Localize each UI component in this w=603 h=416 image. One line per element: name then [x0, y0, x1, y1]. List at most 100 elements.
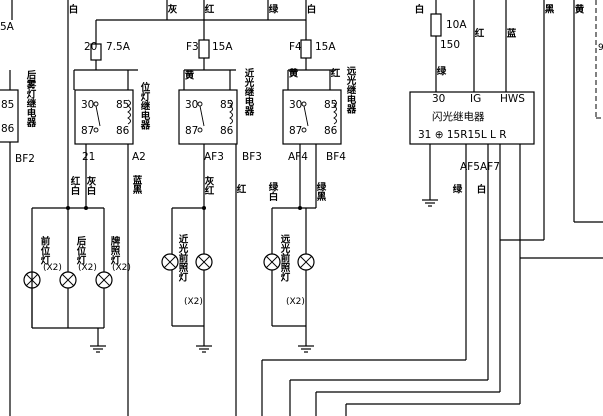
flasher-terminals: 31 ⊕ 15R15L L R	[418, 129, 507, 141]
right-edge-box: 9 9	[595, 0, 603, 119]
fuse-flasher-num: 150	[440, 39, 460, 51]
lamp-2-name: 后位灯	[75, 235, 87, 265]
top-wires: 白 灰 红 绿	[67, 0, 279, 208]
wire-label-r4-right: 远光继电器	[345, 66, 358, 114]
partial-relay-85: 85	[1, 99, 14, 111]
connector-af7: AF7	[480, 161, 500, 173]
connector-af4: AF4	[288, 151, 308, 163]
wire-label-flash-lv-2: 绿	[451, 183, 463, 194]
relay-4-86: 86	[324, 125, 338, 137]
wire-label-top-bai: 白	[67, 3, 78, 14]
ground-2	[196, 345, 212, 353]
lamp-4-name: 近光前照灯	[177, 233, 190, 282]
flasher-t30: 30	[432, 93, 445, 105]
lamp-rear-position: 后位灯 (X2)	[59, 235, 97, 289]
connector-bf3: BF3	[242, 151, 262, 163]
fuse-20-label: 20	[84, 41, 97, 53]
flasher-title: 闪光继电器	[432, 110, 485, 123]
wire-label-r3-hong: 红	[235, 183, 247, 193]
wire-label-r1-right: 后雾灯继电器	[25, 69, 38, 128]
relay-4-87: 87	[289, 125, 302, 137]
relay-3-85: 85	[220, 99, 233, 111]
fuse-f3	[198, 39, 210, 59]
ground-1	[90, 345, 106, 353]
wire-label-top-lv: 绿	[267, 3, 279, 14]
lamp-1-qty: (X2)	[43, 263, 62, 273]
lamp-2-qty: (X2)	[78, 263, 97, 273]
wire-label-top-hui: 灰	[166, 3, 178, 14]
wire-label-flash-bai-2: 白	[475, 183, 486, 194]
relay-3-30: 30	[185, 99, 198, 111]
wire-label-r4-lvhei: 绿黑	[315, 181, 327, 202]
partial-relay-box	[0, 89, 19, 143]
wire-label-top-hong: 红	[203, 3, 215, 13]
wire-label-flash-hong: 红	[473, 27, 485, 37]
wire-label-r4-lvbai: 绿白	[267, 181, 279, 202]
edge-text: 9 9	[598, 43, 603, 53]
wire-label-top-bai-2: 白	[305, 3, 316, 14]
wire-label-flash-lan: 蓝	[505, 27, 517, 38]
relay-1-box	[74, 89, 134, 145]
relay-1-86: 86	[116, 125, 130, 137]
wire-label-flash-huang: 黄	[573, 3, 585, 14]
fuse-left-rating: 5A	[0, 21, 15, 33]
fuse-flasher-rating: 10A	[446, 19, 467, 31]
partial-relay-left: 85 86 BF2 5A 后雾灯继电器	[0, 0, 37, 416]
fuse-f4-rating: 15A	[315, 41, 336, 53]
flasher-ig: IG	[470, 93, 481, 105]
lamp-low-beam-right	[195, 253, 213, 271]
fuse-f3-rating: 15A	[212, 41, 233, 53]
fuse-f3-label: F3	[186, 41, 199, 53]
wire-label-r1-hongbai: 红白	[69, 175, 81, 196]
lamp-group-position: 前位灯 (X2) 后位灯 (X2) 牌照灯 (X2)	[23, 206, 131, 353]
relay-1-30: 30	[81, 99, 94, 111]
connector-21: 21	[82, 151, 95, 163]
wire-label-flash-hei: 黑	[543, 4, 555, 14]
connector-a2: A2	[132, 151, 146, 163]
wire-label-r3-huihong: 灰红	[203, 175, 215, 195]
relay-1-85: 85	[116, 99, 129, 111]
relay-3-87: 87	[185, 125, 198, 137]
lamp-4-qty: (X2)	[184, 297, 203, 307]
wire-label-flash-bai: 白	[413, 3, 424, 14]
ground-3	[298, 345, 314, 353]
relay-3-box	[178, 89, 238, 145]
connector-af3: AF3	[204, 151, 224, 163]
flasher-relay-group: 10A 150 白 绿 红 蓝 30 IG HWS 闪光继电器 31 ⊕ 15R…	[409, 0, 603, 260]
flasher-hws: HWS	[500, 93, 525, 105]
connector-bf4: BF4	[326, 151, 346, 163]
lamp-1-name: 前位灯	[39, 235, 51, 265]
relay-4-group: 白 F4 15A 黄 红 30 85 87 86 远光继电器 AF4 BF4 绿…	[263, 0, 358, 353]
lamp-3-qty: (X2)	[112, 263, 131, 273]
relay-4-85: 85	[324, 99, 337, 111]
fuse-f4-label: F4	[289, 41, 302, 53]
relay-4-30: 30	[289, 99, 302, 111]
flasher-relay-box	[409, 91, 535, 145]
wire-label-r1-lanhei: 蓝黑	[131, 174, 143, 195]
fuse-flasher	[430, 13, 442, 37]
lamp-front-position: 前位灯 (X2)	[23, 235, 62, 289]
lamp-3-name: 牌照灯	[109, 235, 121, 265]
relay-3-group: F3 15A 黄 30 85 87 86 近光继电器 AF3 BF3 灰红 红	[161, 20, 262, 416]
connector-af5: AF5	[460, 161, 480, 173]
wire-label-r4-top2: 红	[329, 67, 341, 77]
relay-1-group: 20 7.5A 30 85 87 86 位灯继电器 21 A2 蓝黑 红白 灰白	[69, 28, 152, 416]
partial-relay-86: 86	[1, 123, 15, 135]
bottom-routing	[261, 240, 521, 416]
connector-bf2: BF2	[15, 153, 35, 165]
lamp-low-beam-left	[161, 253, 179, 271]
fuse-f4	[300, 39, 312, 59]
relay-1-87: 87	[81, 125, 94, 137]
relay-4-box	[282, 89, 342, 145]
wire-label-r4-top: 黄	[287, 67, 299, 78]
wire-label-r3-top: 黄	[183, 69, 195, 80]
fuse-20-rating: 7.5A	[106, 41, 131, 53]
wire-label-r3-right: 近光继电器	[243, 67, 256, 116]
lamp-license-plate: 牌照灯 (X2)	[95, 235, 131, 289]
relay-3-86: 86	[220, 125, 234, 137]
lamp-high-beam-right	[297, 253, 315, 271]
lamp-5-qty: (X2)	[286, 297, 305, 307]
ground-4	[422, 199, 438, 207]
wire-label-r2-right: 位灯继电器	[139, 81, 152, 130]
